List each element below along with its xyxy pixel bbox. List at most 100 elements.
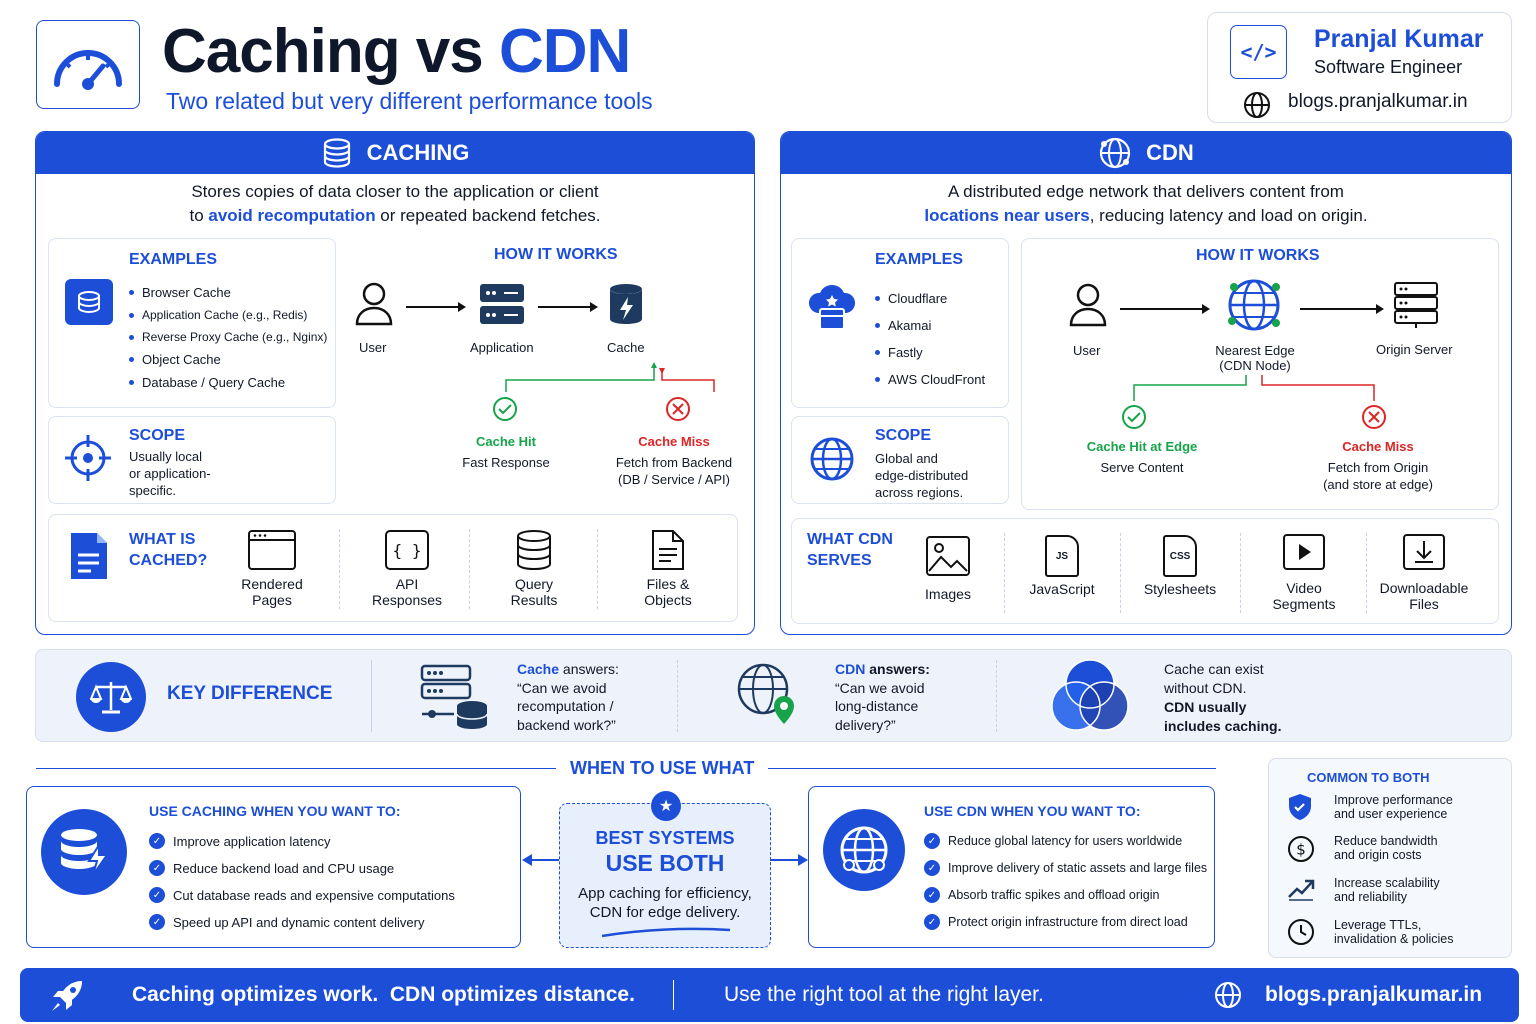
globe-icon	[1215, 982, 1241, 1008]
edge-hit-desc: Serve Content	[1100, 460, 1184, 475]
title-part-cdn: CDN	[499, 17, 631, 86]
cdn-scope-card: SCOPE Global and edge-distributed across…	[791, 416, 1009, 504]
list-item: Fastly	[875, 345, 985, 360]
check-icon: ✓	[924, 887, 940, 903]
best-systems-line2: USE BOTH	[605, 850, 725, 876]
divider	[996, 660, 997, 732]
note-line: CDN usually	[1164, 699, 1247, 715]
best-systems-desc2: CDN for edge delivery.	[589, 904, 741, 921]
divider	[1240, 533, 1241, 613]
cache-miss-desc1: Fetch from Backend	[615, 455, 733, 470]
x-circle-icon	[1362, 405, 1386, 429]
serves-item-js: JS JavaScript	[1018, 535, 1106, 597]
x-circle-icon	[666, 397, 690, 421]
use-cdn-title: USE CDN WHEN YOU WANT TO:	[924, 803, 1141, 819]
edge-hit-block: Cache Hit at Edge Serve Content	[1072, 439, 1212, 475]
serves-item-label: JavaScript	[1029, 581, 1095, 597]
cached-item-pages: Rendered Pages	[227, 529, 317, 608]
cdn-desc-highlight: locations near users	[924, 206, 1090, 225]
use-caching-title: USE CACHING WHEN YOU WANT TO:	[149, 803, 401, 819]
scope-line: Usually local	[129, 449, 202, 464]
when-rule-right	[768, 768, 1216, 769]
serves-item-video: Video Segments	[1258, 533, 1350, 612]
caching-examples-title: EXAMPLES	[129, 251, 218, 268]
author-name: Pranjal Kumar	[1314, 25, 1484, 53]
check-icon: ✓	[924, 833, 940, 849]
list-item-text: Speed up API and dynamic content deliver…	[173, 914, 425, 930]
check-icon: ✓	[149, 860, 165, 876]
underline-swoosh	[601, 927, 731, 938]
caching-how-title: HOW IT WORKS	[494, 246, 618, 263]
globe-icon	[810, 437, 854, 481]
caching-desc-text-end: or repeated backend fetches.	[375, 206, 601, 225]
edge-label-line: Nearest Edge	[1215, 343, 1295, 358]
network-globe-icon	[1100, 137, 1131, 169]
caching-desc-highlight: avoid recomputation	[208, 206, 376, 225]
scope-line: edge-distributed	[875, 468, 969, 483]
common-line: Reduce bandwidth	[1334, 834, 1438, 848]
globe-icon	[1244, 92, 1270, 118]
list-item: Akamai	[875, 318, 985, 333]
cdn-examples-list: Cloudflare Akamai Fastly AWS CloudFront	[875, 291, 985, 395]
cdn-answer-line: delivery?”	[835, 716, 896, 733]
edge-miss-title: Cache Miss	[1342, 439, 1414, 454]
note-line: Cache can exist	[1164, 661, 1264, 677]
clock-icon	[1288, 919, 1314, 945]
divider	[469, 529, 470, 609]
list-item-text: Reduce backend load and CPU usage	[173, 860, 395, 876]
title-line: WHAT IS	[129, 531, 196, 548]
list-item-text: Reduce global latency for users worldwid…	[948, 834, 1183, 848]
scope-line: Global and	[875, 451, 938, 466]
common-line: Leverage TTLs,	[1334, 918, 1422, 932]
cache-answer: Cache answers: “Can we avoid recomputati…	[517, 660, 619, 734]
cdn-answer: CDN answers: “Can we avoid long-distance…	[835, 660, 930, 734]
cache-miss-block: Cache Miss Fetch from Backend (DB / Serv…	[606, 434, 742, 487]
note-line: includes caching.	[1164, 718, 1282, 734]
list-item: AWS CloudFront	[875, 372, 985, 387]
caching-examples-list: Browser Cache Application Cache (e.g., R…	[129, 285, 327, 398]
cached-item-label: Files &	[646, 576, 690, 592]
title-line: WHAT CDN	[807, 531, 893, 548]
use-caching-card: USE CACHING WHEN YOU WANT TO: ✓ Improve a…	[26, 786, 521, 948]
cached-item-label: Objects	[644, 592, 692, 608]
cdn-answer-suffix: answers:	[865, 661, 930, 677]
cache-answer-line: “Can we avoid	[517, 679, 607, 696]
footer-site-link[interactable]: blogs.pranjalkumar.in	[1265, 983, 1483, 1006]
list-item: ✓Protect origin infrastructure from dire…	[924, 914, 1207, 930]
edge-miss-desc2: (and store at edge)	[1323, 477, 1433, 492]
list-item: Browser Cache	[129, 285, 327, 300]
download-icon	[1403, 534, 1445, 570]
file-icon	[652, 530, 684, 570]
video-play-icon	[1283, 534, 1325, 570]
scale-icon	[76, 662, 146, 732]
note-line: without CDN.	[1164, 680, 1247, 696]
check-icon: ✓	[149, 887, 165, 903]
caching-scope-title: SCOPE	[129, 427, 186, 444]
edge-globe-icon	[1228, 279, 1280, 331]
scope-line: across regions.	[875, 485, 964, 500]
check-circle-icon	[1122, 405, 1146, 429]
document-icon	[71, 533, 107, 579]
caching-panel: CACHING Stores copies of data closer to …	[35, 131, 755, 635]
list-item: ✓Speed up API and dynamic content delive…	[149, 914, 455, 930]
cached-item-label: Query	[514, 576, 554, 592]
cached-item-label: API	[395, 576, 419, 592]
list-item-text: Improve application latency	[173, 833, 331, 849]
arrow-left-icon	[522, 854, 560, 866]
list-item: Cloudflare	[875, 291, 985, 306]
image-icon	[926, 536, 970, 576]
serves-item-label: Downloadable	[1379, 580, 1469, 596]
cache-answer-line: backend work?”	[517, 716, 616, 733]
serves-item-label: Files	[1409, 596, 1439, 612]
author-site-link[interactable]: blogs.pranjalkumar.in	[1288, 91, 1468, 112]
user-icon	[1069, 283, 1107, 327]
edge-hit-title: Cache Hit at Edge	[1086, 439, 1198, 454]
cached-item-files: Files & Objects	[623, 529, 713, 608]
caching-desc-text: to	[189, 206, 209, 225]
title-line: CACHED?	[129, 552, 208, 569]
